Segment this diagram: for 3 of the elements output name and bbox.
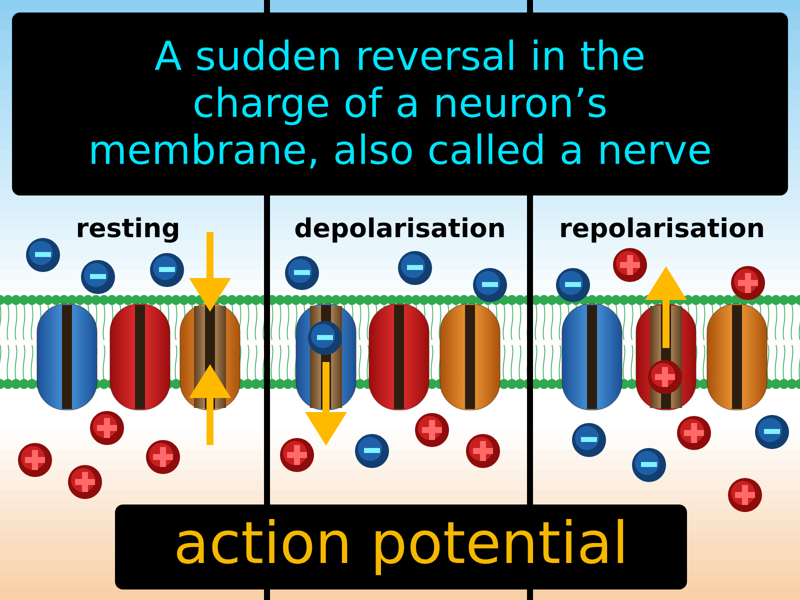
panel-heading: resting <box>78 217 178 243</box>
panel-heading: depolarisation <box>295 217 504 243</box>
panel-heading: repolarisation <box>561 217 763 243</box>
